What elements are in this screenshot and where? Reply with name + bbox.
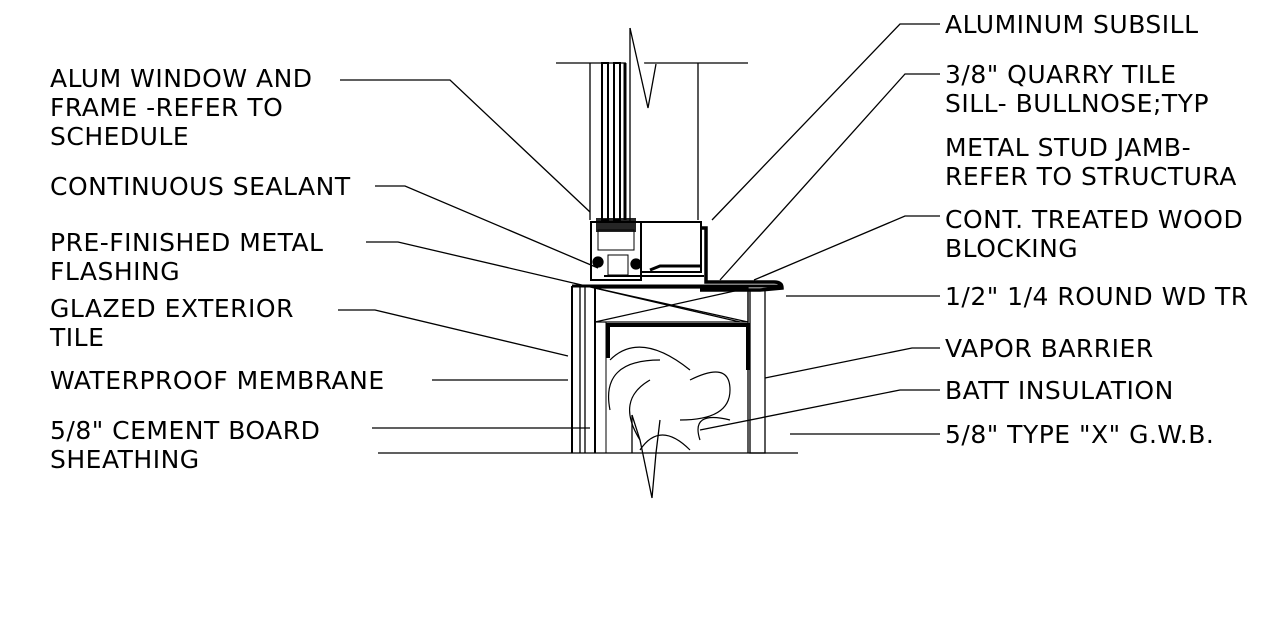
label-gwb: 5/8" TYPE "X" G.W.B.: [945, 420, 1215, 449]
leader-sealant: [375, 185, 599, 269]
batt-insulation: [608, 346, 731, 451]
label-metal-stud-jamb: METAL STUD JAMB-REFER TO STRUCTURA: [945, 133, 1237, 191]
aluminum-subsill: [700, 226, 784, 292]
wood-blocking: [594, 287, 749, 323]
label-aluminum-subsill: ALUMINUM SUBSILL: [945, 10, 1199, 39]
leader-batt: [699, 389, 940, 431]
gwb-board: [749, 289, 766, 454]
leader-flashing: [366, 241, 741, 323]
leader-vapor: [764, 347, 940, 379]
label-vapor-barrier: VAPOR BARRIER: [945, 334, 1154, 363]
cement-board: [594, 321, 607, 454]
label-waterproof-membrane: WATERPROOF MEMBRANE: [50, 366, 385, 395]
leader-exterior-tile: [338, 309, 569, 357]
leader-quarry-tile: [719, 73, 940, 281]
leader-blocking: [753, 215, 940, 281]
label-continuous-sealant: CONTINUOUS SEALANT: [50, 172, 351, 201]
leader-subsill: [711, 23, 940, 221]
break-symbol-top: [620, 30, 650, 110]
glazing-pane: [601, 62, 609, 221]
label-batt-insulation: BATT INSULATION: [945, 376, 1174, 405]
label-round-trim: 1/2" 1/4 ROUND WD TR: [945, 282, 1249, 311]
metal-stud: [606, 323, 750, 370]
leader-alum-window: [340, 79, 591, 213]
